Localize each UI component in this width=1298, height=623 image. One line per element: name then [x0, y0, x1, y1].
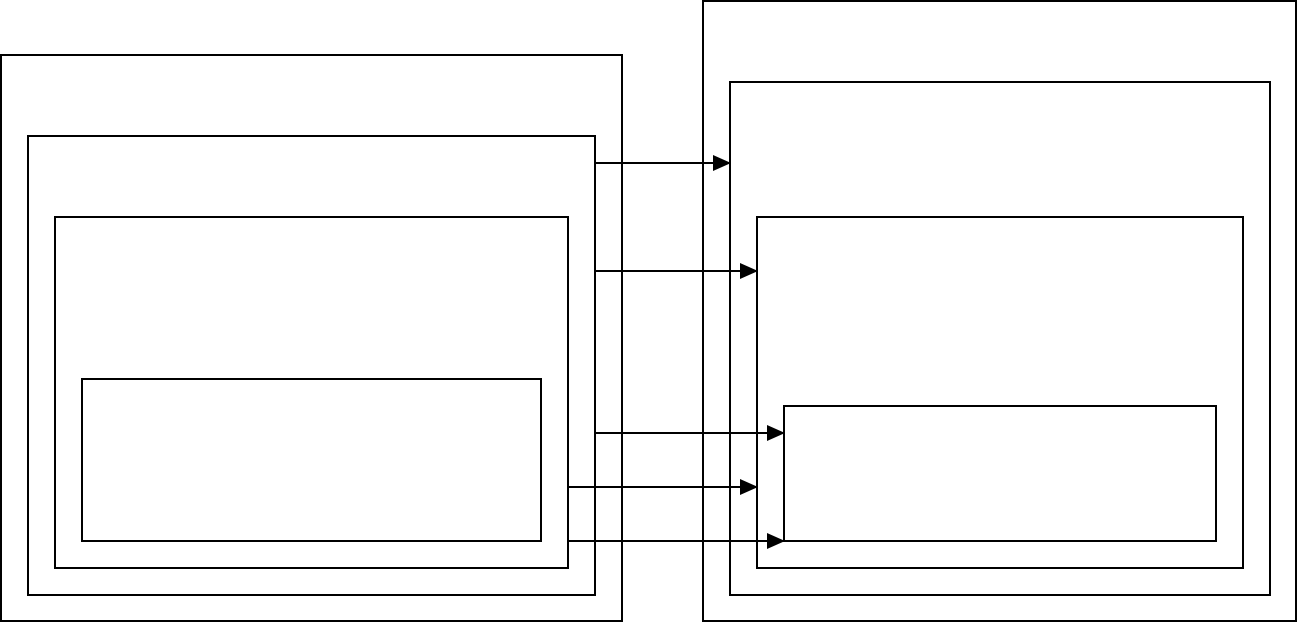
right-outer-box: [702, 0, 1297, 622]
right-level-1-box: [729, 81, 1271, 596]
left-outer-box: [0, 54, 623, 622]
left-level-1-box: [27, 135, 596, 596]
left-level-3-box: [81, 378, 542, 542]
left-group: [0, 54, 623, 622]
right-level-3-box: [783, 405, 1217, 542]
right-level-2-box: [756, 216, 1244, 569]
left-level-2-box: [54, 216, 569, 569]
connections: [568, 155, 785, 549]
right-group: [702, 0, 1297, 622]
